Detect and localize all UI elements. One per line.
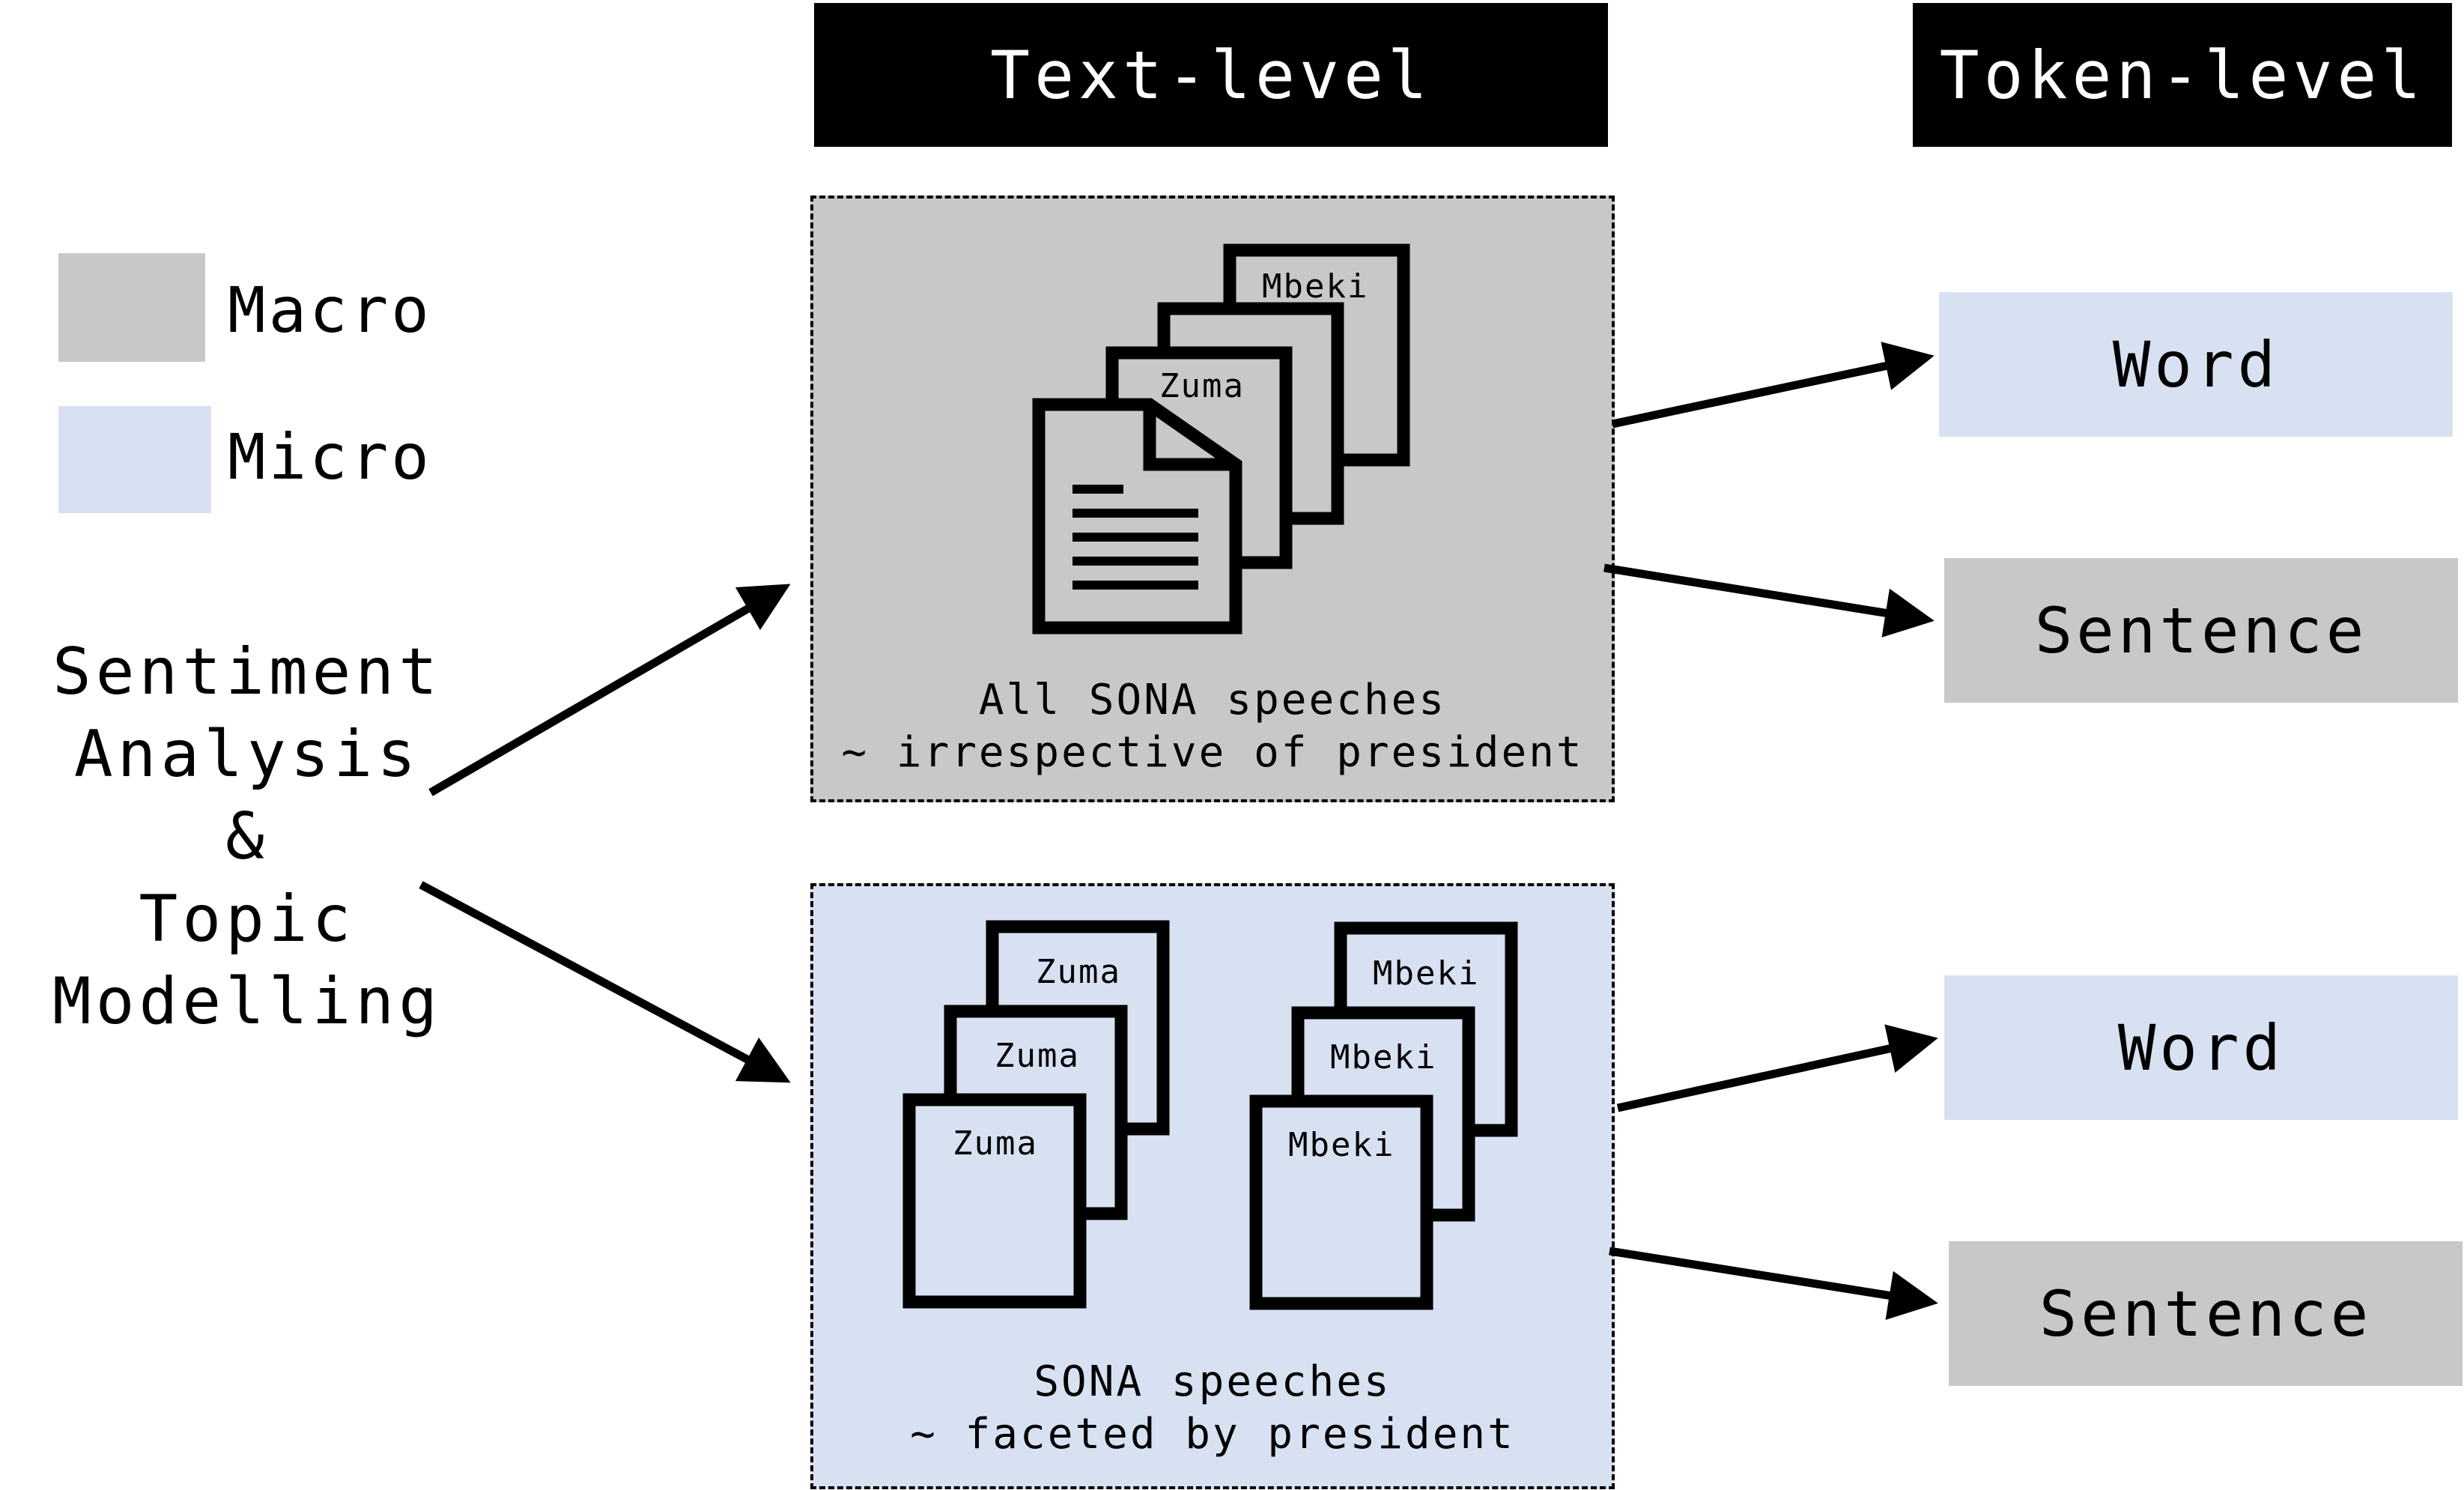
- micro-word-label: Word: [2117, 1011, 2285, 1085]
- zuma-document-icon-front: [902, 1093, 1087, 1309]
- zuma-label-front: Zuma: [953, 1124, 1038, 1163]
- arrow-macro-to-word: [1611, 342, 1935, 428]
- analysis-label-line-4: Topic: [139, 882, 356, 957]
- micro-caption-line-1: SONA speeches: [1034, 1357, 1392, 1406]
- macro-word-label: Word: [2112, 327, 2280, 402]
- macro-sentence-label: Sentence: [2034, 593, 2368, 667]
- mbeki-label-middle: Mbeki: [1330, 1038, 1436, 1076]
- micro-caption: SONA speeches ~ faceted by president: [818, 1356, 1607, 1461]
- arrow-micro-to-sentence: [1609, 1247, 1938, 1320]
- micro-sentence-label: Sentence: [2039, 1277, 2373, 1351]
- zuma-label-back: Zuma: [1036, 953, 1121, 991]
- page-fold-icon: [1143, 405, 1236, 471]
- analysis-label-line-5: Modelling: [52, 964, 442, 1039]
- micro-word-box: Word: [1944, 975, 2458, 1120]
- mbeki-document-icon-front: [1249, 1094, 1433, 1310]
- mbeki-label-front: Mbeki: [1288, 1126, 1395, 1164]
- legend-swatch-macro: [58, 253, 205, 362]
- micro-sentence-box: Sentence: [1949, 1241, 2463, 1386]
- analysis-label: Sentiment Analysis & Topic Modelling: [30, 631, 464, 1043]
- token-level-header: Token-level: [1913, 3, 2452, 147]
- macro-doc-label-mbeki: Mbeki: [1262, 267, 1368, 306]
- mbeki-label-back: Mbeki: [1373, 954, 1479, 993]
- token-level-title: Token-level: [1939, 36, 2426, 114]
- analysis-label-line-1: Sentiment: [52, 635, 442, 709]
- text-level-title: Text-level: [990, 36, 1432, 114]
- arrow-macro-to-sentence: [1603, 563, 1935, 638]
- macro-sentence-box: Sentence: [1944, 558, 2458, 703]
- micro-caption-line-2: ~ faceted by president: [910, 1410, 1515, 1459]
- analysis-label-line-3: &: [225, 799, 269, 874]
- legend-swatch-micro: [58, 406, 211, 513]
- macro-caption-line-2: ~ irrespective of president: [841, 728, 1584, 777]
- text-level-header: Text-level: [814, 3, 1608, 147]
- arrow-to-macro-panel: [428, 584, 791, 796]
- legend-label-macro: Macro: [228, 273, 432, 347]
- macro-word-box: Word: [1939, 292, 2453, 437]
- arrow-micro-to-word: [1616, 1024, 1938, 1112]
- analysis-label-line-2: Analysis: [73, 717, 421, 792]
- macro-caption: All SONA speeches ~ irrespective of pres…: [818, 674, 1607, 779]
- legend-label-micro: Micro: [228, 420, 432, 494]
- arrow-to-micro-panel: [419, 881, 791, 1083]
- macro-caption-line-1: All SONA speeches: [978, 676, 1447, 724]
- zuma-label-middle: Zuma: [995, 1037, 1080, 1075]
- macro-doc-label-zuma: Zuma: [1159, 367, 1245, 405]
